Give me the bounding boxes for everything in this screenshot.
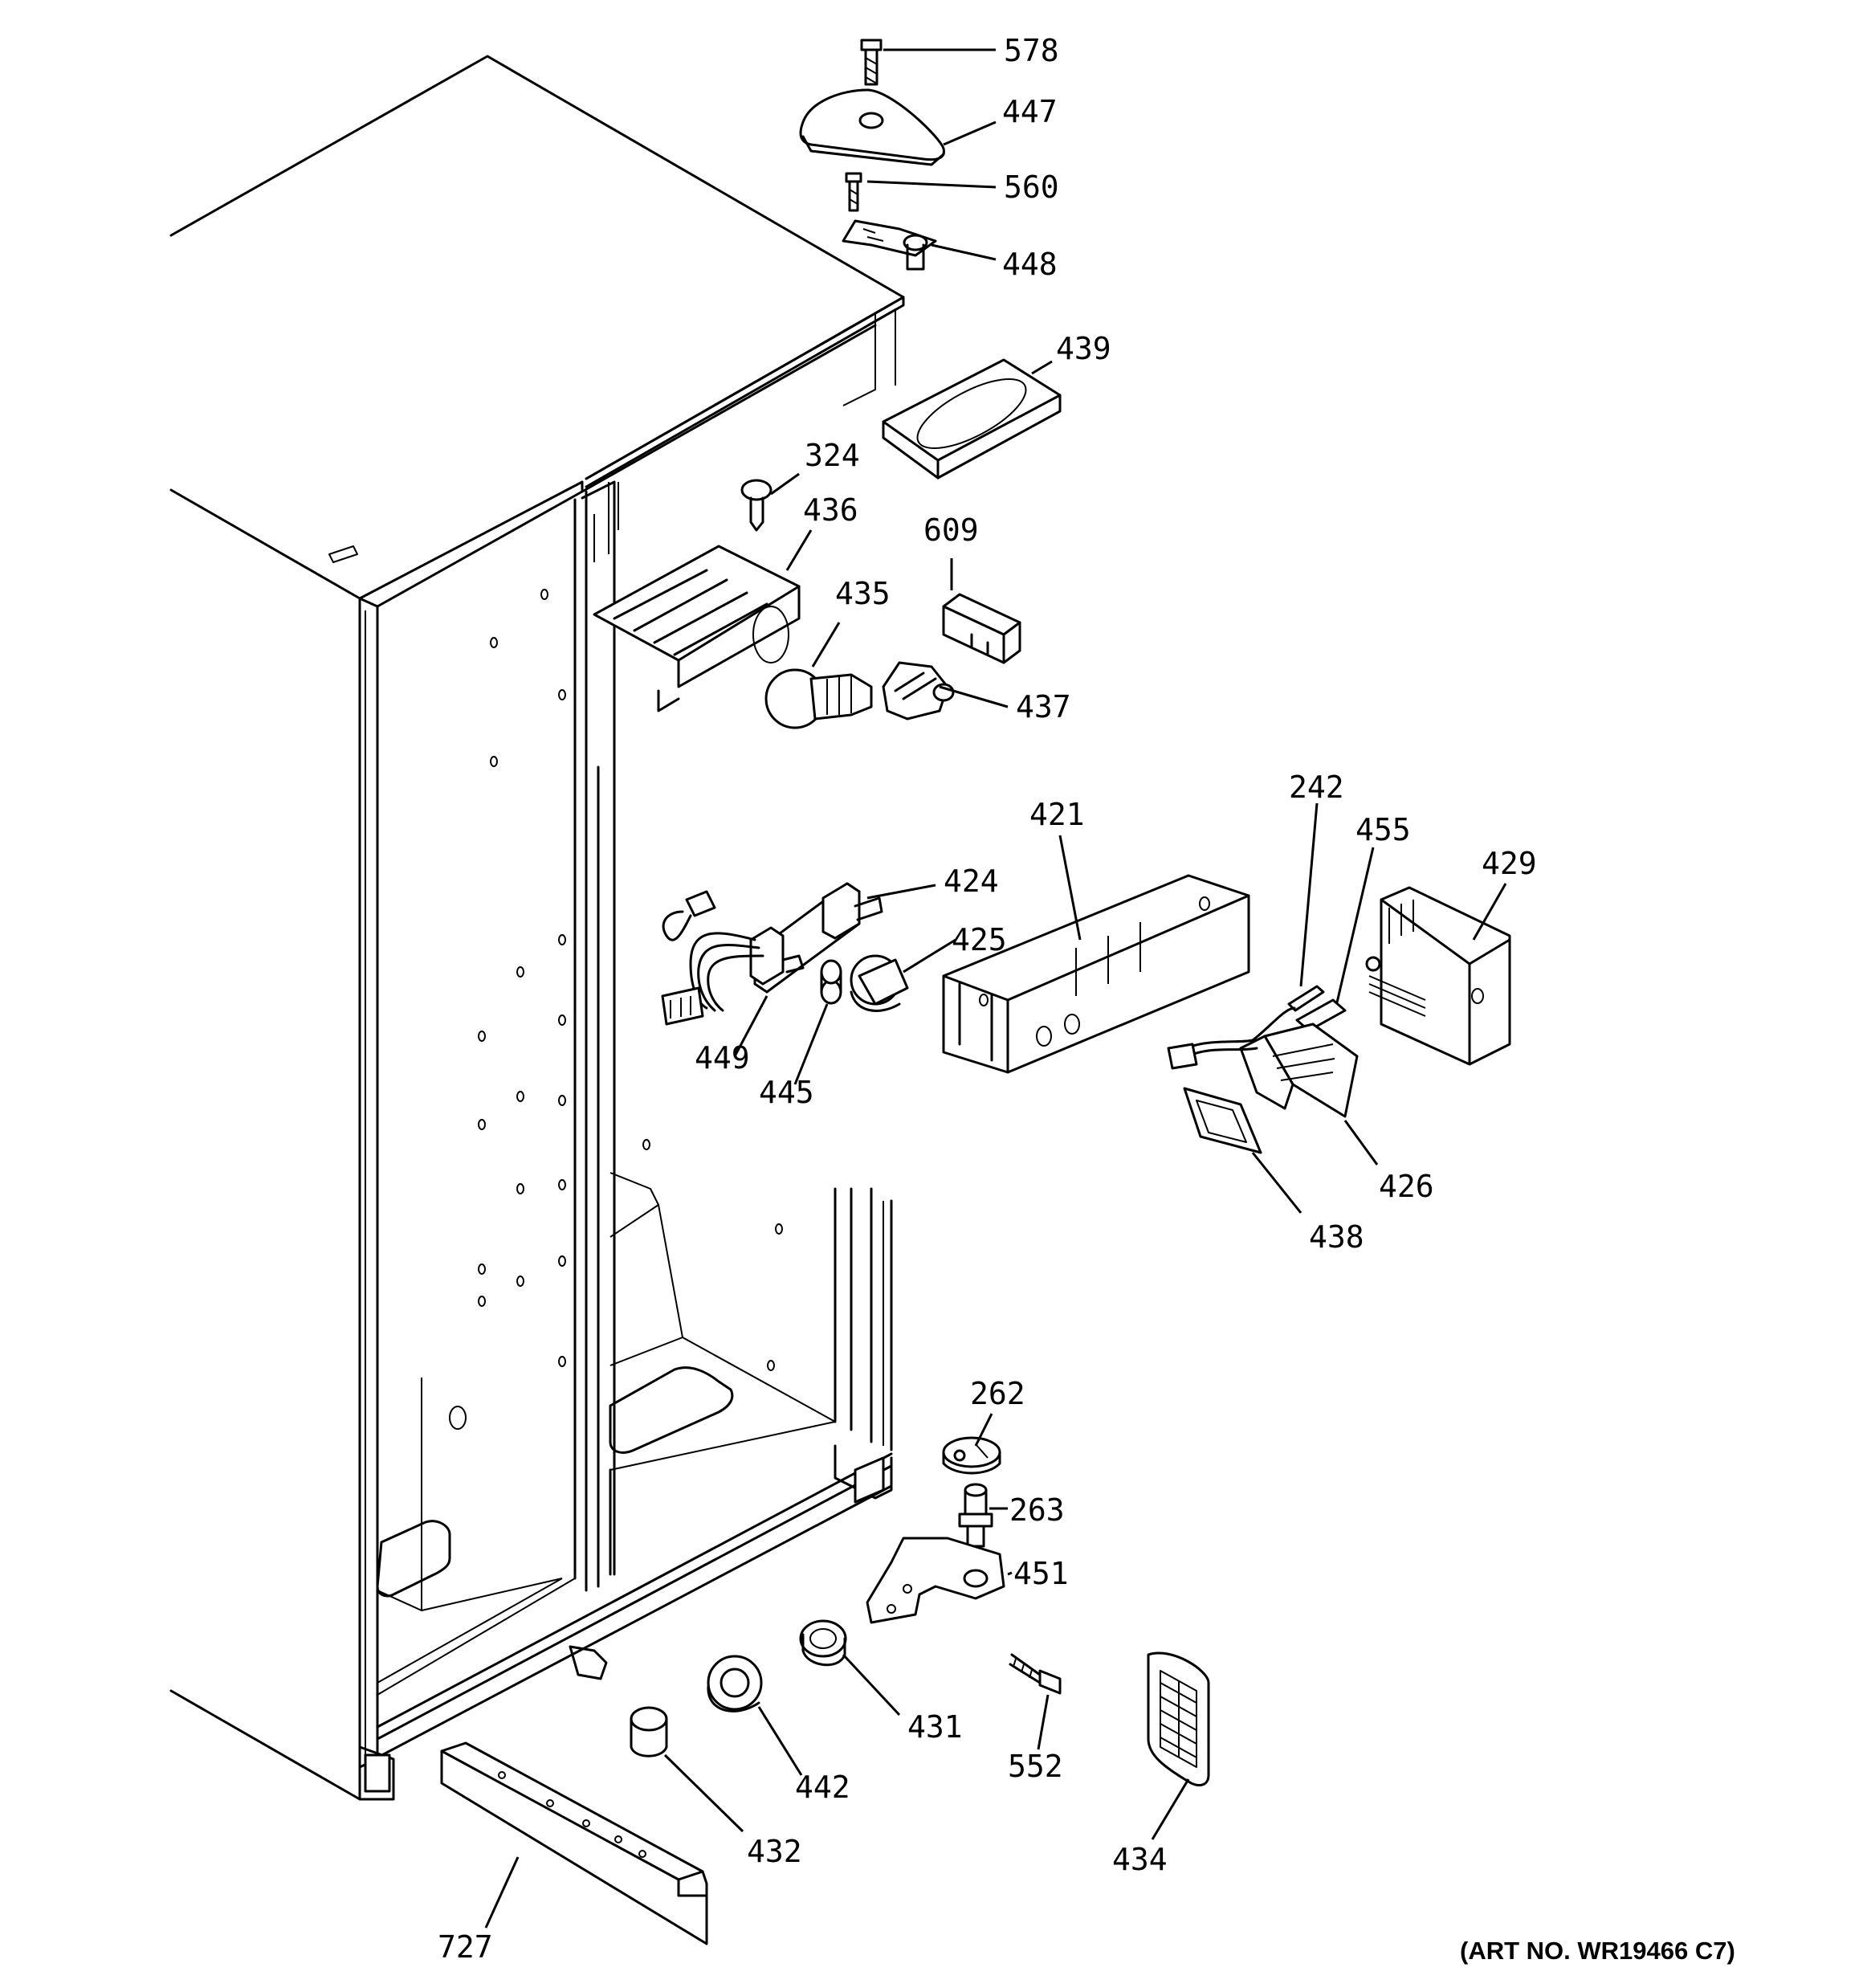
part-425-control-knob	[850, 954, 909, 1012]
part-442-washer	[707, 1655, 763, 1712]
callout-429: 429	[1482, 846, 1537, 881]
callout-421: 421	[1029, 797, 1085, 832]
callout-552: 552	[1008, 1749, 1063, 1784]
part-242-sensor	[1287, 985, 1325, 1012]
part-431-bushing	[799, 1619, 847, 1667]
callout-435: 435	[835, 576, 891, 611]
callout-448: 448	[1002, 247, 1058, 282]
part-424-thermostat	[661, 882, 883, 1026]
callout-242: 242	[1289, 769, 1344, 805]
callout-445: 445	[759, 1075, 814, 1110]
part-435-light-bulb	[764, 668, 873, 729]
callout-426: 426	[1379, 1169, 1434, 1204]
callout-727: 727	[438, 1929, 493, 1965]
part-448-hinge	[842, 219, 937, 271]
part-426-light-assembly	[1167, 1006, 1359, 1118]
part-609-switch	[942, 593, 1021, 664]
callout-434: 434	[1112, 1842, 1168, 1877]
part-578-screw	[860, 39, 883, 86]
callout-560: 560	[1004, 169, 1059, 205]
callout-447: 447	[1002, 94, 1058, 129]
callout-609: 609	[923, 512, 979, 548]
part-438-light-lens	[1183, 1087, 1262, 1154]
part-727-kickplate	[440, 1741, 708, 1945]
part-262-cam	[942, 1436, 1001, 1475]
part-560-screw	[845, 172, 862, 212]
part-439-light-cover	[882, 358, 1062, 480]
callout-424: 424	[944, 863, 999, 899]
part-421-control-housing	[942, 874, 1250, 1074]
part-447-hinge-cover	[799, 88, 945, 166]
part-451-bottom-hinge	[866, 1537, 1005, 1624]
part-432-spacer	[630, 1706, 668, 1757]
callout-578: 578	[1004, 33, 1059, 68]
leader-lines	[484, 48, 1507, 1929]
part-445-bushing	[820, 959, 842, 1005]
part-434-grille	[1147, 1651, 1210, 1786]
callout-labels: 578 447 560 448 439 324 436 609 435 437 …	[438, 33, 1537, 1965]
callout-263: 263	[1009, 1492, 1065, 1528]
part-263-hinge-pin	[958, 1483, 993, 1548]
callout-425: 425	[952, 922, 1007, 957]
callout-432: 432	[747, 1834, 802, 1869]
part-324-fastener	[740, 479, 773, 532]
callout-455: 455	[1355, 812, 1411, 847]
callout-439: 439	[1056, 331, 1111, 366]
part-437-lamp-socket	[882, 661, 955, 720]
divider-holes	[449, 589, 783, 1430]
callout-438: 438	[1309, 1219, 1364, 1255]
art-number: (ART NO. WR19466 C7)	[1460, 1937, 1735, 1965]
cabinet-case	[169, 55, 905, 1801]
callout-451: 451	[1013, 1556, 1069, 1591]
callout-437: 437	[1016, 689, 1071, 725]
part-552-screw	[1009, 1653, 1062, 1695]
callout-442: 442	[795, 1770, 850, 1805]
callout-324: 324	[805, 438, 860, 473]
callout-262: 262	[970, 1376, 1025, 1411]
part-436-light-shield	[593, 545, 801, 712]
callout-449: 449	[695, 1040, 750, 1076]
callout-436: 436	[803, 492, 858, 528]
callout-431: 431	[907, 1709, 963, 1745]
